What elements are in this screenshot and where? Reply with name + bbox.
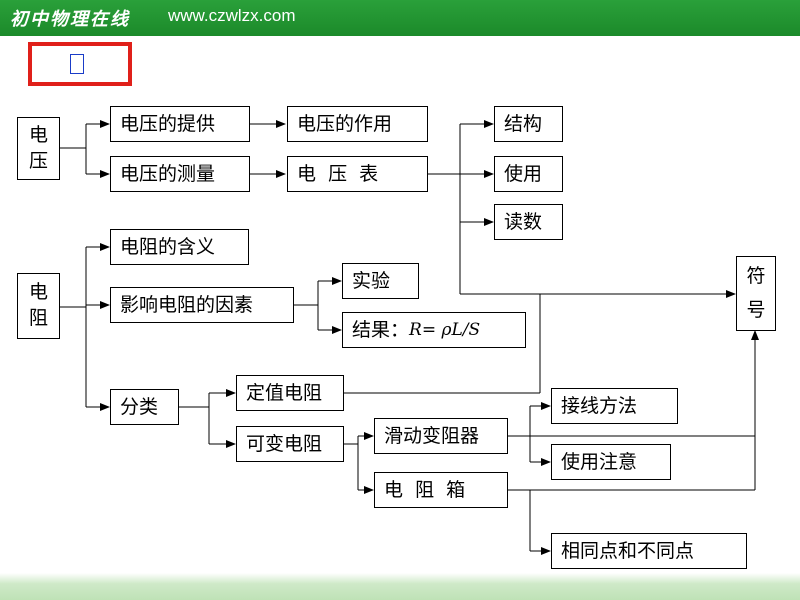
- result-label: 结果：: [352, 318, 410, 341]
- node-structure: 结构: [494, 106, 563, 142]
- footer-strip: [0, 573, 800, 600]
- node-experiment: 实验: [342, 263, 419, 299]
- node-wiring-method: 接线方法: [551, 388, 678, 424]
- node-similarities: 相同点和不同点: [551, 533, 747, 569]
- node-result: 结果： R= ρL/S: [342, 312, 526, 348]
- node-resistance-box: 电 阻 箱: [374, 472, 508, 508]
- node-usage: 使用: [494, 156, 563, 192]
- missing-glyph-icon: [70, 54, 84, 74]
- node-voltage-label: 电 压: [28, 123, 48, 172]
- header-banner: 初中物理在线 www.czwlzx.com: [0, 0, 800, 36]
- node-variable-resistor: 可变电阻: [236, 426, 344, 462]
- node-voltage-role: 电压的作用: [287, 106, 428, 142]
- node-resistance-factors: 影响电阻的因素: [110, 287, 294, 323]
- node-rheostat: 滑动变阻器: [374, 418, 508, 454]
- result-formula: R= ρL/S: [409, 319, 481, 340]
- site-url: www.czwlzx.com: [168, 6, 296, 25]
- node-fixed-resistor: 定值电阻: [236, 375, 344, 411]
- node-reading: 读数: [494, 204, 563, 240]
- node-resistance-label: 电 阻: [28, 281, 48, 329]
- node-resistance-meaning: 电阻的含义: [110, 229, 249, 265]
- node-classify: 分类: [110, 389, 179, 425]
- node-usage-notes: 使用注意: [551, 444, 671, 480]
- node-symbol-label: 符 号: [746, 265, 766, 321]
- node-voltage: 电 压: [17, 117, 60, 180]
- site-logo: 初中物理在线: [10, 9, 130, 30]
- node-voltage-supply: 电压的提供: [110, 106, 250, 142]
- node-voltage-measure: 电压的测量: [110, 156, 250, 192]
- node-symbol: 符 号: [736, 256, 776, 331]
- title-frame: [28, 42, 132, 86]
- node-voltmeter: 电 压 表: [287, 156, 428, 192]
- node-resistance: 电 阻: [17, 273, 60, 339]
